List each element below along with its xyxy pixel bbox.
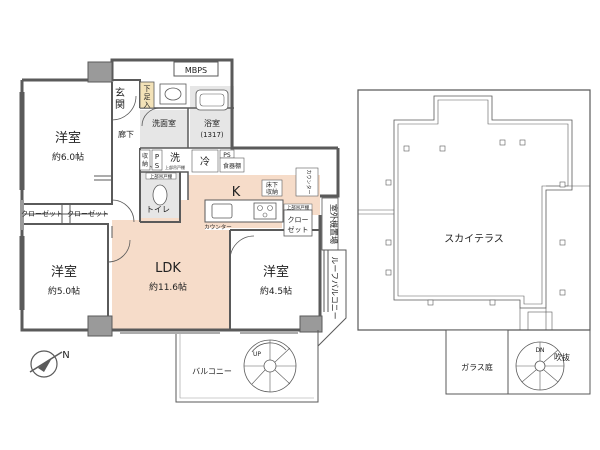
mbps-box <box>173 61 219 77</box>
spiral-stair-up <box>243 339 297 393</box>
mbps-label: MBPS <box>185 66 207 75</box>
bedroom3-floor <box>232 230 320 328</box>
balcony-outline <box>175 334 319 403</box>
storage-label-2: 納 <box>142 160 148 168</box>
bathtub-icon <box>195 89 229 111</box>
bedroom1-size: 約6.0帖 <box>52 151 84 163</box>
closet-right-label-1: クロー <box>288 216 309 224</box>
ldk-floor <box>112 200 230 330</box>
ldk-size: 約11.6帖 <box>149 281 187 293</box>
compass-letter: N <box>62 350 69 361</box>
ldk-name: LDK <box>155 261 181 276</box>
bedroom2-size: 約5.0帖 <box>48 285 80 297</box>
void-label: 吹抜 <box>554 352 570 362</box>
glass-garden-label: ガラス庭 <box>461 362 493 372</box>
bath-label: 浴室 <box>204 118 220 128</box>
ps-label-1: P <box>155 153 159 161</box>
shoes-label-1: 下 <box>144 85 151 93</box>
toilet-icon <box>152 184 168 206</box>
closet-left-label-1: クローゼット <box>21 209 63 218</box>
sink-icon <box>164 87 182 101</box>
counter-horizontal-label: カウンター <box>204 223 232 231</box>
hallway-label: 廊下 <box>118 129 134 139</box>
washroom-label: 洗面室 <box>152 118 176 128</box>
fridge-label: 冷 <box>200 155 210 168</box>
washer-sub-label: 上部吊戸棚 <box>165 164 185 170</box>
toilet-top-label: 上部吊戸棚 <box>150 173 173 180</box>
stair-up-label: UP <box>253 351 261 358</box>
outdoor-unit-label: 室外機置場 <box>329 204 339 244</box>
bath-size-label: (1317) <box>200 131 224 139</box>
roof-balcony-outline <box>317 249 347 348</box>
pantry-label: 食器棚 <box>223 162 241 170</box>
bedroom2-floor <box>24 224 108 320</box>
shoes-label-2: 足 <box>144 93 151 101</box>
spiral-stair-down <box>507 330 591 395</box>
counter-vertical-label: カウンター <box>305 169 312 194</box>
kitchen-label: K <box>232 185 241 200</box>
genkan-label-1: 玄 <box>115 86 125 99</box>
kitchen-sink-icon <box>211 203 233 219</box>
stove-icon <box>253 202 277 220</box>
bedroom3-size: 約4.5帖 <box>260 285 292 297</box>
compass <box>29 350 63 378</box>
toilet-label: トイレ <box>146 205 170 214</box>
bedroom3-name: 洋室 <box>263 264 289 280</box>
ps-top-label: PS <box>223 152 231 159</box>
shoe-cabinet <box>139 81 155 109</box>
underfloor-label-2: 収納 <box>266 188 278 196</box>
sky-terrace-plan <box>357 89 591 331</box>
sink-counter <box>159 83 187 105</box>
closet-left-label-2: クローゼット <box>67 209 109 218</box>
ps-label-2: S <box>155 162 160 170</box>
stair-down-label: DN <box>535 347 544 354</box>
bedroom2-name: 洋室 <box>51 264 77 280</box>
shoes-label-3: 入 <box>144 101 151 109</box>
terrace-posts <box>385 139 566 306</box>
closet-top-label: 上部吊戸棚 <box>287 204 310 211</box>
underfloor-label-1: 床下 <box>266 181 278 189</box>
genkan-label-2: 関 <box>115 99 125 111</box>
washer-label: 洗 <box>170 152 180 164</box>
storage-label-1: 収 <box>142 153 148 160</box>
washroom-floor <box>140 110 188 148</box>
bedroom1-floor <box>24 82 112 204</box>
balcony-label: バルコニー <box>192 367 232 376</box>
closet-right-label-2: ゼット <box>288 225 309 234</box>
bedroom1-name: 洋室 <box>55 130 81 146</box>
glass-garden-area <box>445 329 509 395</box>
roof-balcony-label: ルーフバルコニー <box>330 256 339 319</box>
sky-terrace-label: スカイテラス <box>444 233 504 245</box>
